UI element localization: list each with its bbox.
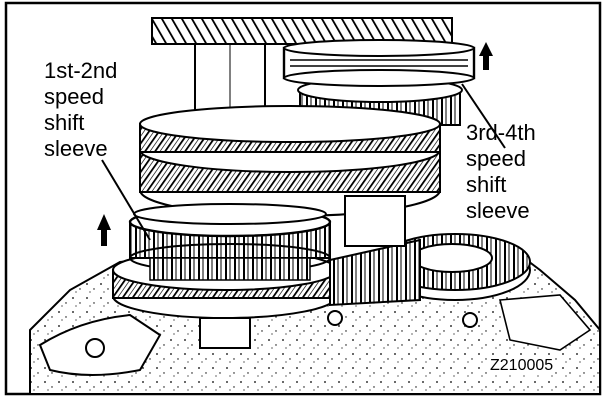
figure-code: Z210005 (488, 357, 556, 375)
label-1st-2nd-speed-shift-sleeve: 1st-2nd speed shift sleeve (44, 58, 117, 162)
leader-line-right (461, 83, 506, 149)
1st-2nd-shift-sleeve (128, 203, 332, 281)
label-3rd-4th-speed-shift-sleeve: 3rd-4th speed shift sleeve (466, 120, 536, 224)
label-line: speed (466, 146, 526, 171)
label-line: 1st-2nd (44, 58, 118, 83)
leader-line-left (101, 159, 151, 241)
label-line: 3rd-4th (466, 120, 536, 145)
arrow-up-right-icon (479, 42, 493, 70)
label-line: speed (44, 84, 104, 109)
label-line: shift (466, 172, 507, 197)
label-line: shift (44, 110, 85, 135)
label-line: sleeve (466, 198, 530, 223)
arrow-up-left-icon (97, 214, 111, 246)
label-line: sleeve (44, 136, 108, 161)
